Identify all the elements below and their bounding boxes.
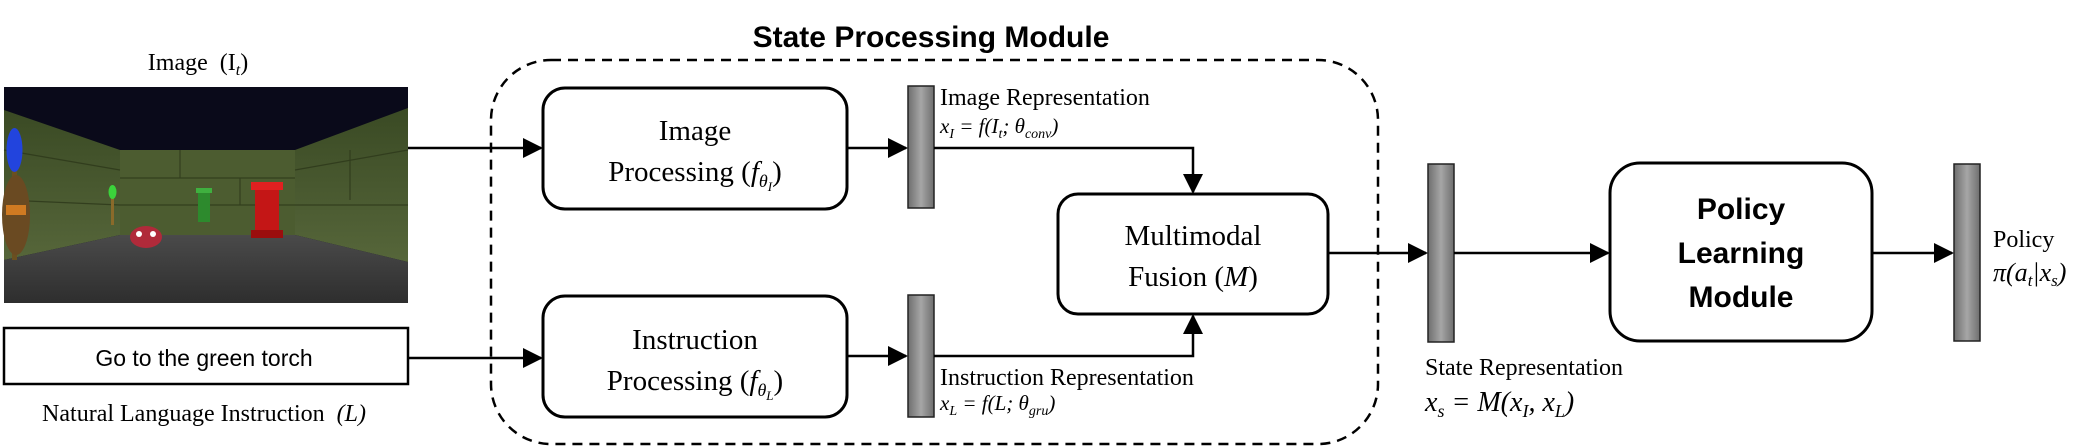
- instruction-text: Go to the green torch: [95, 345, 312, 371]
- state-representation-close: ): [1563, 387, 1574, 418]
- policy-output-bar: [1953, 163, 1981, 342]
- instruction-representation-gru: gru: [1029, 404, 1048, 419]
- instruction-representation-label: Instruction Representation: [940, 365, 1194, 391]
- image-processing-theta: θ: [759, 171, 768, 191]
- instruction-caption-text: Natural Language Instruction: [42, 401, 325, 427]
- instruction-representation-eq: = f(L; θ: [957, 391, 1029, 415]
- image-processing-line2: Processing (fθI): [608, 156, 782, 194]
- image-representation-conv: conv: [1025, 127, 1052, 142]
- image-processing-theta-sub: I: [767, 179, 773, 194]
- fusion-close: ): [1248, 261, 1258, 293]
- image-processing-box: [541, 86, 849, 211]
- observation-image: [2, 87, 409, 303]
- instruction-representation-xsub: L: [948, 404, 957, 419]
- instruction-representation-close: ): [1047, 391, 1055, 415]
- policy-output-label: Policy: [1993, 227, 2054, 253]
- image-representation-formula: xI = f(It; θconv): [939, 114, 1058, 142]
- fusion-m: M: [1223, 261, 1250, 293]
- state-representation-formula: xs = M(xI, xL): [1424, 387, 1574, 421]
- image-representation-t: t: [999, 127, 1004, 142]
- image-representation-x: x: [939, 114, 950, 138]
- policy-module-line1: Policy: [1697, 193, 1786, 226]
- policy-output-formula: π(at|xs): [1993, 258, 2066, 290]
- image-caption-sub: t: [236, 62, 241, 79]
- state-representation-xsub: s: [1437, 401, 1444, 421]
- image-representation-eq: = f(I: [954, 114, 999, 138]
- policy-output-t: t: [2028, 271, 2034, 290]
- image-representation-semi: ; θ: [1002, 114, 1025, 138]
- fusion-text: Fusion (: [1128, 261, 1224, 293]
- policy-output-bar-sym: |x: [2032, 258, 2051, 287]
- image-representation-bar: [907, 85, 935, 209]
- image-caption-word: Image: [148, 50, 208, 76]
- arrow-instruction-rep-to-fusion: [934, 314, 1203, 358]
- instruction-processing-box: [541, 294, 849, 419]
- image-representation-label: Image Representation: [940, 85, 1150, 111]
- instruction-caption: Natural Language Instruction (L): [42, 401, 366, 427]
- instruction-processing-line2: Processing (fθL): [607, 365, 783, 403]
- state-representation-label: State Representation: [1425, 355, 1623, 381]
- image-processing-text: Processing (: [608, 156, 751, 188]
- policy-output-s: s: [2051, 271, 2058, 290]
- policy-output-pi: π(a: [1993, 258, 2028, 287]
- image-caption-close: ): [240, 50, 248, 76]
- policy-module-line3: Module: [1689, 281, 1794, 314]
- image-caption: Image (It): [148, 50, 248, 79]
- image-processing-close: ): [772, 156, 782, 188]
- instruction-processing-close: ): [774, 365, 784, 397]
- instruction-representation-x: x: [939, 391, 950, 415]
- arrow-image-rep-to-fusion: [934, 146, 1203, 194]
- instruction-representation-bar: [907, 294, 935, 418]
- state-representation-eq: = M(x: [1444, 387, 1523, 418]
- instruction-processing-text: Processing (: [607, 365, 750, 397]
- image-representation-xsub: I: [948, 127, 955, 142]
- instruction-text-box: [2, 326, 410, 386]
- instruction-processing-theta-sub: L: [765, 388, 773, 403]
- state-representation-bar: [1427, 163, 1455, 343]
- module-title: State Processing Module: [753, 21, 1110, 54]
- policy-output-close: ): [2056, 258, 2067, 287]
- fusion-line2: Fusion (M): [1128, 261, 1258, 293]
- state-representation-x: x: [1424, 387, 1438, 418]
- instruction-caption-math: (L): [337, 401, 366, 427]
- policy-module-line2: Learning: [1678, 237, 1805, 270]
- connectors: [408, 138, 1954, 368]
- image-processing-line1: Image: [659, 115, 731, 147]
- instruction-processing-theta: θ: [757, 380, 766, 400]
- state-representation-i: I: [1521, 401, 1529, 421]
- instruction-representation-formula: xL = f(L; θgru): [939, 391, 1055, 419]
- image-caption-paren: (I: [220, 50, 236, 76]
- state-representation-l: L: [1554, 401, 1565, 421]
- multimodal-fusion-box: [1056, 192, 1330, 316]
- fusion-line1: Multimodal: [1125, 220, 1262, 252]
- image-representation-close: ): [1050, 114, 1058, 138]
- instruction-processing-line1: Instruction: [632, 324, 758, 356]
- state-representation-comma: , x: [1528, 387, 1555, 418]
